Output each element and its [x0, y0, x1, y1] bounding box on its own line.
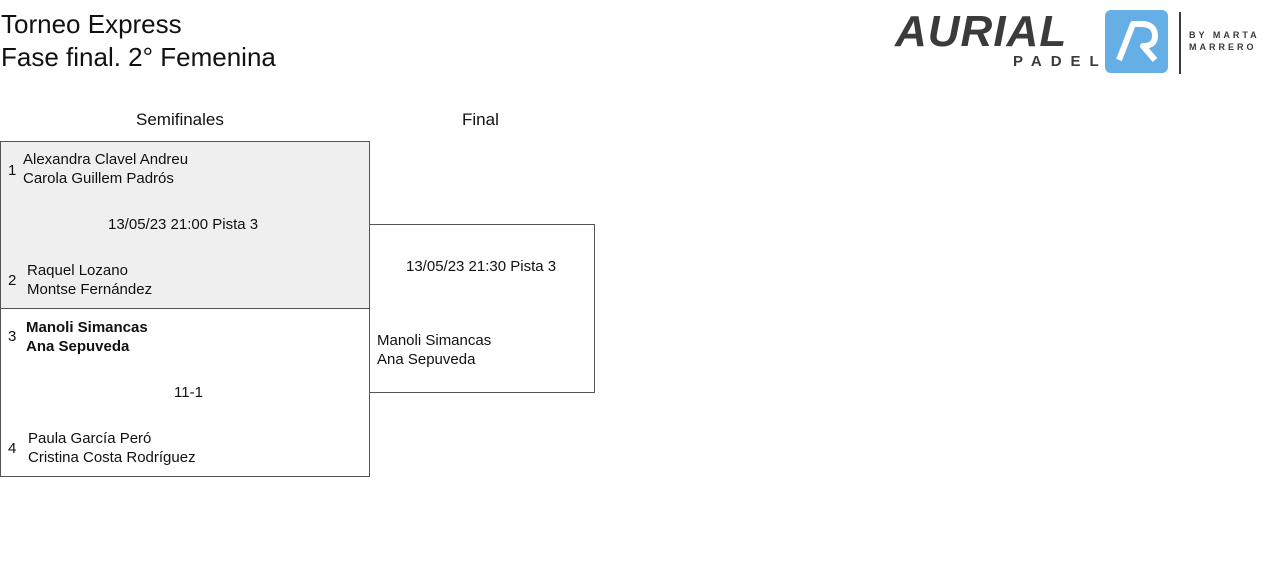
round-label-final: Final: [462, 110, 499, 129]
logo-separator: [1179, 12, 1181, 74]
team-names: Manoli Simancas Ana Sepuveda: [377, 332, 492, 368]
seed-number: 3: [8, 328, 17, 345]
team-names: Raquel Lozano Montse Fernández: [27, 262, 153, 298]
logo-byline: BY MARTA MARRERO: [1189, 30, 1260, 52]
seed-number: 2: [8, 272, 17, 289]
match-schedule: 13/05/23 21:00 Pista 3: [108, 216, 259, 233]
round-label-semifinals: Semifinales: [136, 110, 224, 129]
logo-wordmark: AURIAL: [895, 7, 1068, 56]
seed-number: 4: [8, 440, 17, 457]
semifinal-match-1[interactable]: 1 Alexandra Clavel Andreu Carola Guillem…: [0, 141, 370, 309]
tournament-name: Torneo Express: [1, 9, 182, 39]
logo-badge-icon: [1105, 10, 1168, 73]
logo-subtitle: PADEL: [1013, 53, 1108, 70]
seed-number: 1: [8, 162, 17, 179]
phase-name: Fase final. 2° Femenina: [1, 42, 276, 72]
team-names: Alexandra Clavel Andreu Carola Guillem P…: [23, 151, 189, 187]
team-names: Paula García Peró Cristina Costa Rodrígu…: [28, 430, 196, 466]
match-schedule: 13/05/23 21:30 Pista 3: [406, 258, 557, 275]
brand-logo: AURIAL PADEL BY MARTA MARRERO: [895, 7, 1275, 74]
match-score: 11-1: [174, 384, 203, 401]
page-title: Torneo Express Fase final. 2° Femenina: [1, 8, 276, 74]
semifinal-match-2[interactable]: 3 Manoli Simancas Ana Sepuveda 11-1 4 Pa…: [0, 308, 370, 477]
final-match[interactable]: 13/05/23 21:30 Pista 3 Manoli Simancas A…: [369, 224, 595, 393]
winning-team-names: Manoli Simancas Ana Sepuveda: [26, 319, 148, 355]
